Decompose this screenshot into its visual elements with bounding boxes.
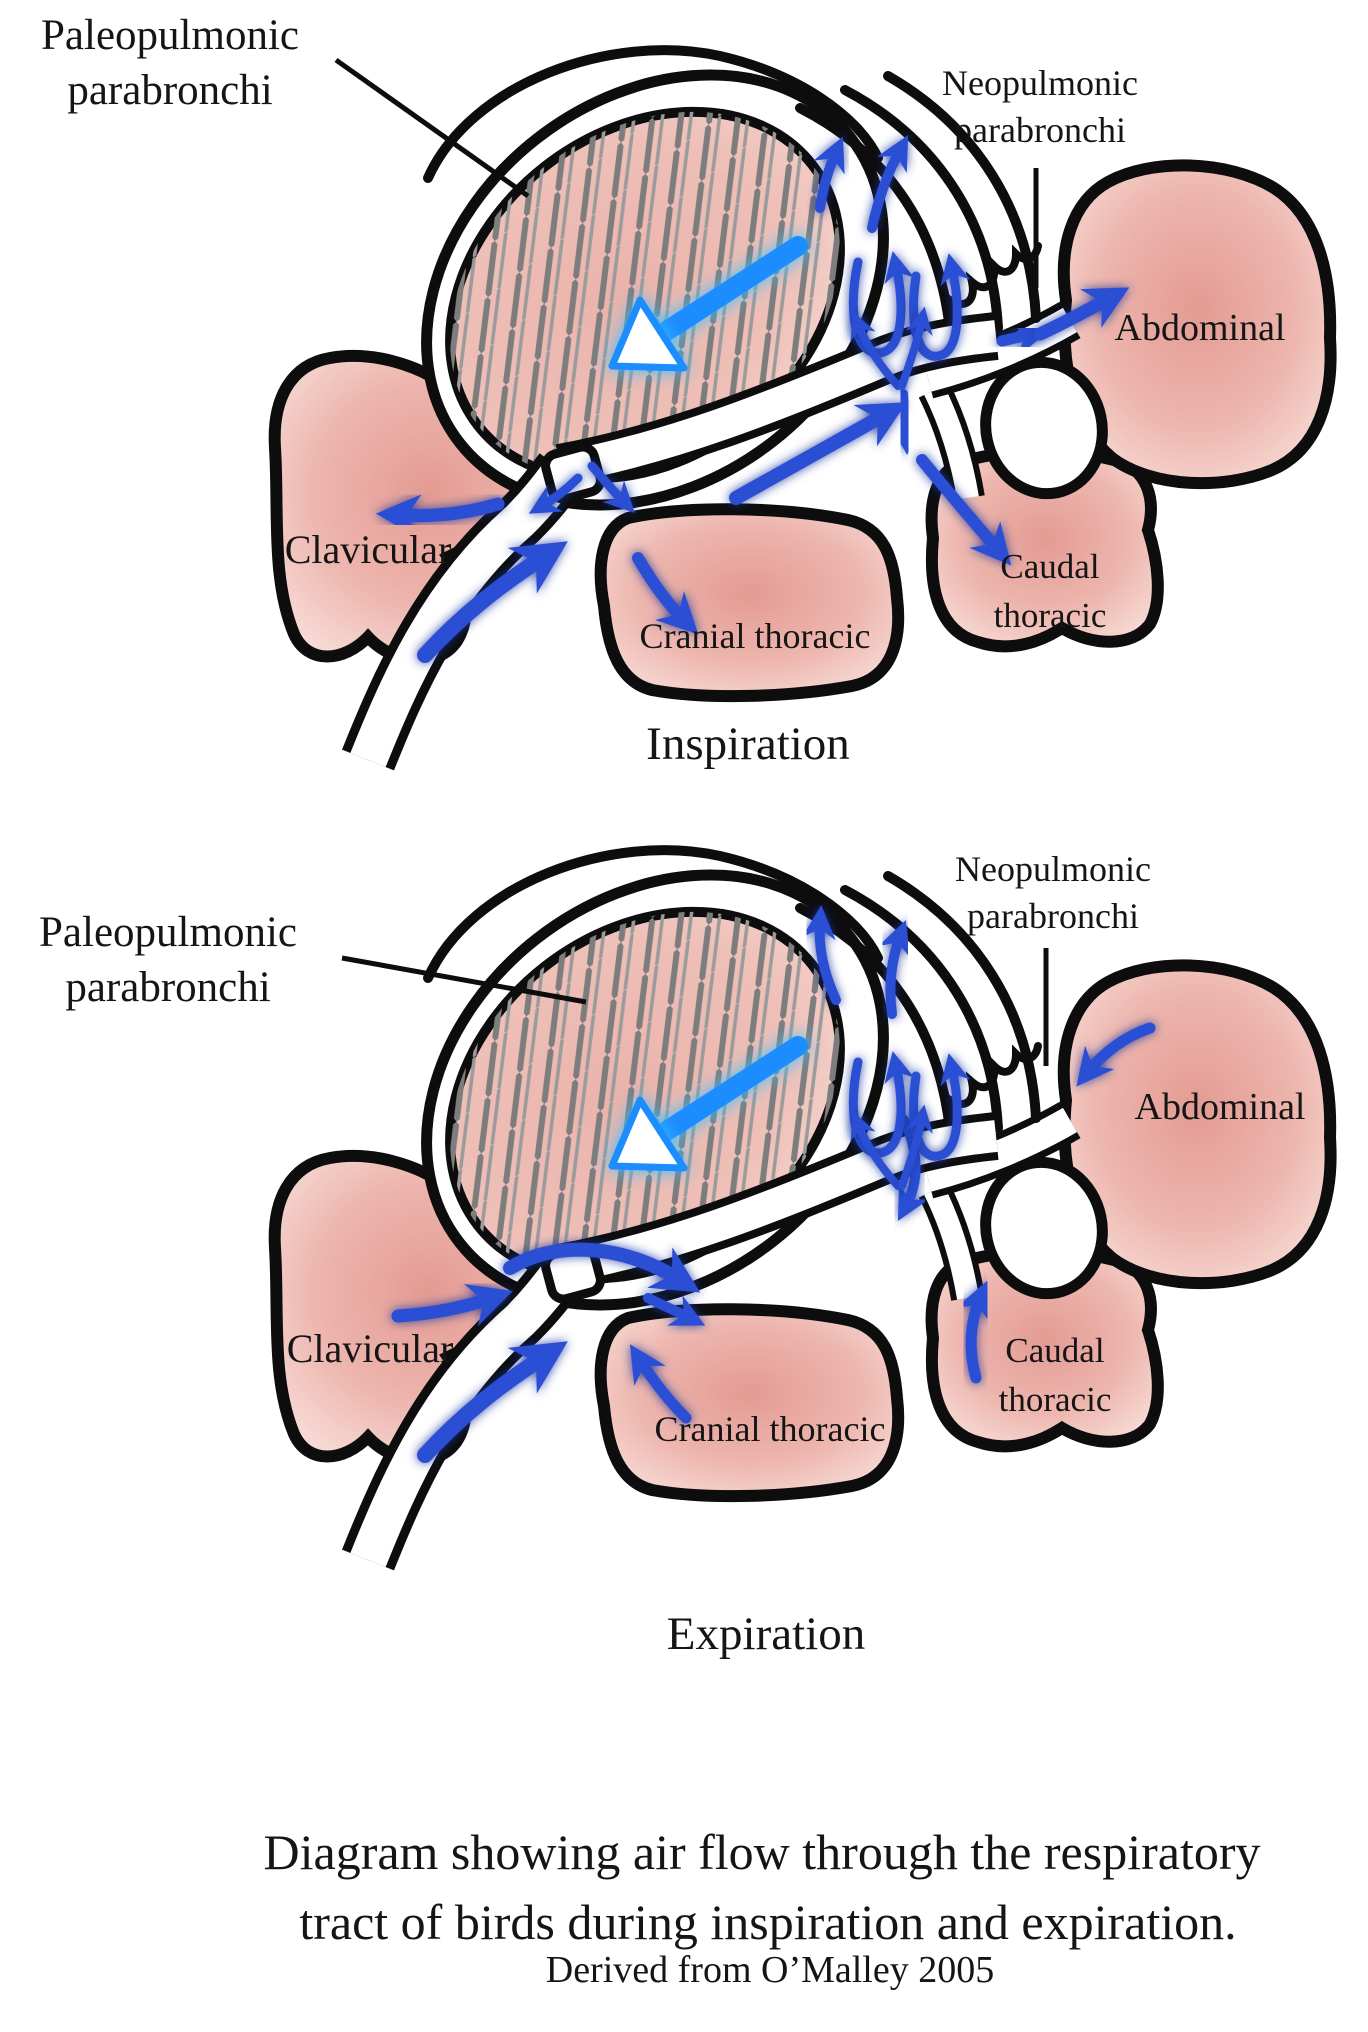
label-line: parabronchi (954, 109, 1126, 150)
neopulmonic-loop-arrow-1 (848, 1051, 915, 1158)
cranial-thoracic-flow-arrow (632, 552, 699, 635)
clavicular-label-expiration: Clavicular (286, 1326, 454, 1371)
neopulmonic-label-inspiration: Neopulmonic parabronchi (942, 60, 1138, 154)
cranial-thoracic-label-expiration: Cranial thoracic (654, 1409, 886, 1449)
bronchus-flow-arrow (729, 402, 907, 505)
caudal-thoracic-flow-arrow (955, 1280, 991, 1384)
label-line: parabronchi (967, 895, 1139, 936)
label-line: Neopulmonic (955, 849, 1151, 889)
big-arrow-head (608, 296, 688, 372)
neopulmonic-ray-left (850, 1111, 902, 1190)
label-line: Paleopulmonic (41, 12, 299, 59)
abdominal-flow-arrow (1033, 287, 1130, 341)
cranial-thoracic-flow-arrow (629, 1344, 692, 1424)
junction-down-arrow (887, 389, 922, 455)
abdominal-flow-arrow (1076, 1022, 1156, 1087)
neopulmonic-up-arrow-2 (878, 920, 911, 1019)
neopulmonic-up-arrow-2 (867, 135, 909, 233)
neopulmonic-up-arrow-1 (813, 136, 845, 213)
figure-caption-line1: Diagram showing air flow through the res… (263, 1824, 1261, 1880)
caudal-thoracic-flow-arrow (916, 454, 1012, 566)
paleopulmonic-flow-arrow-expiration (608, 1036, 808, 1172)
trachea-flow-arrow (417, 541, 568, 663)
caudal-thoracic-label-expiration: Caudal thoracic (999, 1326, 1112, 1424)
label-line: parabronchi (65, 964, 271, 1012)
figure-caption-line2: tract of birds during inspiration and ex… (299, 1894, 1237, 1950)
label-line: thoracic (993, 596, 1107, 635)
paleopulmonic-flow-arrow-inspiration (608, 236, 808, 372)
big-arrow-head (608, 1096, 688, 1172)
paleopulmonic-label-inspiration: Paleopulmonic parabronchi (41, 8, 299, 118)
neopulmonic-up-arrow-1 (801, 905, 841, 1005)
abdominal-flow-chevron (996, 320, 1051, 357)
figure-attribution: Derived from O’Malley 2005 (545, 1949, 995, 1991)
big-arrow-shaft (652, 236, 808, 344)
junction-arrow-left (528, 473, 583, 514)
phase-title-expiration: Expiration (666, 1608, 866, 1660)
junction-curve-arrow (503, 1242, 701, 1293)
big-arrow-shaft (652, 1036, 808, 1144)
paleopulmonic-leader-line (334, 57, 530, 199)
label-line: parabronchi (67, 67, 273, 115)
inspiration-diagram (275, 0, 1331, 760)
neopulmonic-ray-left (850, 311, 902, 390)
trachea-flow-arrow (417, 1341, 568, 1463)
expiration-diagram (275, 786, 1331, 1560)
clavicular-flow-arrow (375, 494, 505, 539)
cranial-thoracic-label-inspiration: Cranial thoracic (639, 616, 871, 656)
clavicular-label-inspiration: Clavicular (284, 527, 452, 572)
clavicular-flow-arrow (391, 1284, 513, 1326)
neopulmonic-ray-right (898, 1104, 933, 1190)
phase-title-inspiration: Inspiration (646, 718, 850, 770)
neopulmonic-ray-right (898, 306, 933, 390)
paleopulmonic-label-expiration: Paleopulmonic parabronchi (39, 905, 297, 1015)
abdominal-label-inspiration: Abdominal (1114, 307, 1286, 349)
label-line: Caudal (1005, 1331, 1105, 1370)
neopulmonic-loop-arrow-1 (848, 251, 915, 358)
caudal-thoracic-label-inspiration: Caudal thoracic (994, 542, 1107, 640)
label-line: Paleopulmonic (39, 909, 297, 956)
label-line: Caudal (1000, 547, 1100, 586)
paleopulmonic-leader-line (341, 955, 587, 1005)
junction-arrow-right (587, 461, 635, 513)
label-line: Neopulmonic (942, 63, 1138, 103)
label-line: thoracic (998, 1380, 1112, 1419)
junction-small-arrow (643, 1293, 706, 1326)
neopulmonic-label-expiration: Neopulmonic parabronchi (955, 846, 1151, 940)
airflow-arrows-inspiration (375, 135, 1130, 663)
abdominal-label-expiration: Abdominal (1134, 1086, 1306, 1128)
airflow-arrows-expiration (391, 905, 1156, 1463)
